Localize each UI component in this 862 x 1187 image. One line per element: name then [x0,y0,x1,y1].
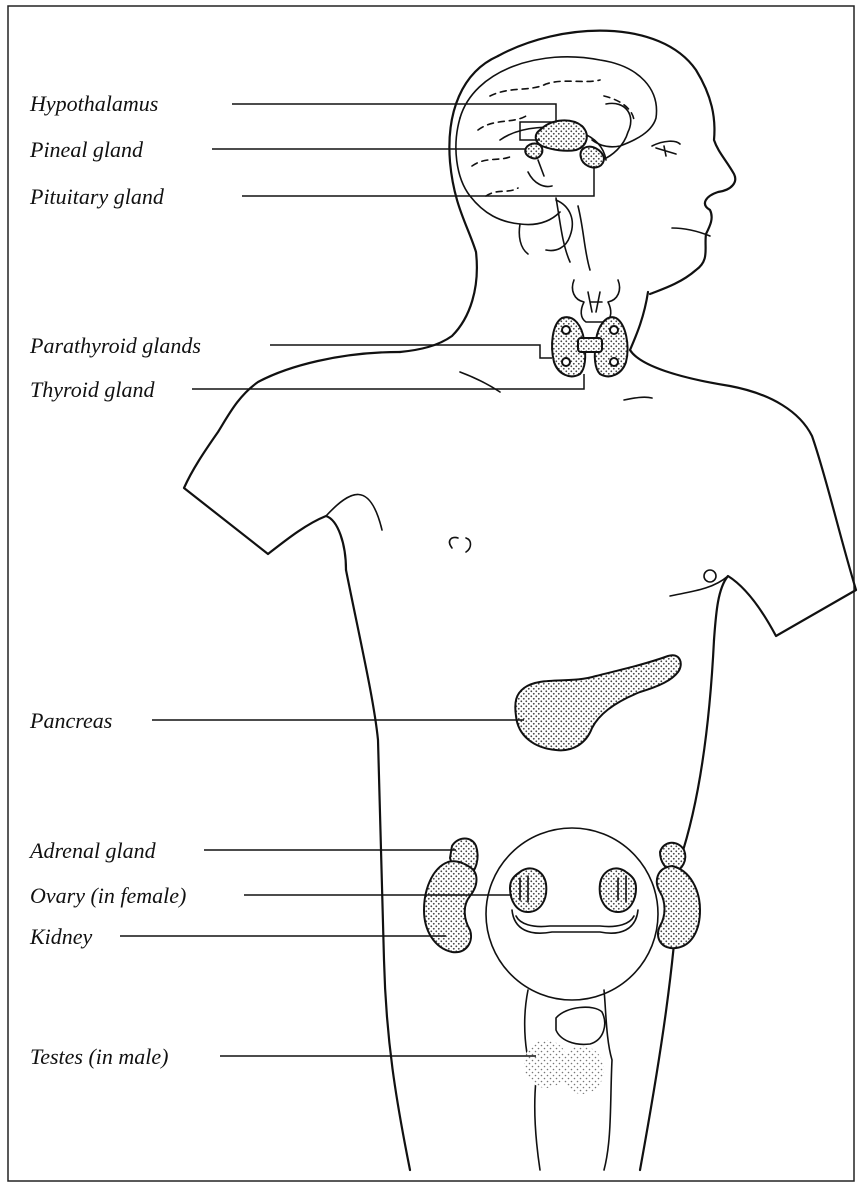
penis-outline [556,1007,605,1044]
nipple-mark [704,570,716,582]
pineal-gland [525,144,542,159]
parathyroid-nodule [562,326,570,334]
kidney-left [424,861,477,952]
kidney-right [657,866,700,948]
hypothalamus-gland [536,120,587,150]
label-pituitary-gland: Pituitary gland [29,184,165,209]
uterus-tubes [512,910,638,933]
parathyroid-nodule [562,358,570,366]
brain [456,57,657,270]
label-adrenal-gland: Adrenal gland [28,838,157,863]
testis-right [560,1046,604,1094]
parathyroid-nodule [610,358,618,366]
label-hypothalamus: Hypothalamus [29,91,158,116]
navel-mark [450,537,471,552]
larynx [572,280,619,322]
diagram-frame [8,6,854,1181]
label-parathyroid-glands: Parathyroid glands [29,333,201,358]
label-testes: Testes (in male) [30,1044,169,1069]
pancreas-gland [515,655,680,750]
label-pancreas: Pancreas [29,708,112,733]
body-outline [184,31,856,1170]
parathyroid-nodule [610,326,618,334]
label-pineal-gland: Pineal gland [29,137,144,162]
label-ovary: Ovary (in female) [30,883,186,908]
ovary-inset-circle [486,828,658,1000]
label-thyroid-gland: Thyroid gland [30,377,155,402]
pituitary-gland [581,147,604,168]
thyroid-isthmus [578,338,602,352]
label-kidney: Kidney [29,924,93,949]
